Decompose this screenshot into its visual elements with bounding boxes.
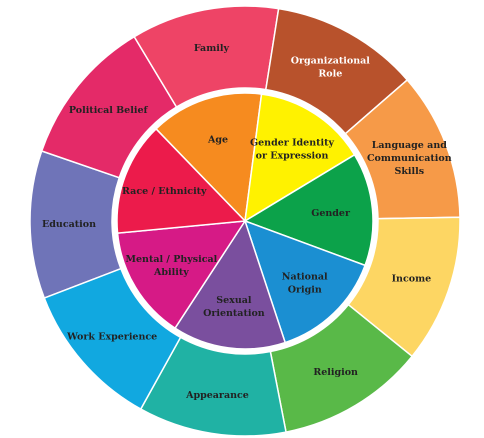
outer-segment-religion-label-line: Religion [313, 366, 358, 377]
inner-segment-mental-physical-ability-label-line: Ability [153, 266, 189, 277]
inner-segment-gender-identity-or-expression-label: Gender Identity or Expression [250, 137, 334, 161]
inner-segment-gender-identity-or-expression-label-line: Gender Identity [250, 137, 334, 148]
inner-segment-mental-physical-ability [116, 220, 247, 330]
inner-segment-race-ethnicity-label-line: Race / Ethnicity [122, 186, 207, 197]
outer-segment-organizational-role-label-line: Role [318, 68, 342, 79]
inner-segment-gender-label-line: Gender [311, 207, 351, 218]
outer-segment-income-label: Income [392, 273, 432, 284]
inner-segment-gender-label: Gender [311, 207, 351, 218]
inner-segment-sexual-orientation-label-line: Sexual [216, 294, 252, 305]
outer-segment-family-label-line: Family [194, 43, 230, 54]
outer-segment-income-label-line: Income [392, 273, 432, 284]
outer-segment-political-belief-label-line: Political Belief [69, 105, 149, 116]
inner-segment-gender-identity-or-expression [244, 93, 356, 223]
inner-segment-national-origin-label-line: Origin [288, 284, 322, 295]
inner-segment-sexual-orientation [173, 219, 287, 350]
inner-segment-national-origin-label-line: National [282, 271, 328, 282]
outer-segment-appearance-label-line: Appearance [185, 389, 249, 400]
outer-segment-work-experience-label: Work Experience [66, 331, 157, 342]
outer-segment-education-label-line: Education [42, 219, 96, 230]
inner-segment-age-label-line: Age [207, 134, 228, 145]
inner-segment-sexual-orientation-label-line: Orientation [203, 307, 265, 318]
outer-segment-language-and-communication-skills-label-line: Communication [367, 152, 452, 163]
outer-segment-family-label: Family [194, 43, 230, 54]
outer-segment-religion-label: Religion [313, 366, 358, 377]
inner-ring: Age Gender Identity or ExpressionGenderNat… [116, 92, 374, 350]
outer-segment-political-belief-label: Political Belief [69, 105, 149, 116]
inner-segment-race-ethnicity-label: Race / Ethnicity [122, 186, 207, 197]
inner-segment-age-label: Age [207, 134, 228, 145]
outer-segment-education-label: Education [42, 219, 96, 230]
outer-segment-language-and-communication-skills-label-line: Skills [394, 165, 424, 176]
outer-segment-work-experience [43, 267, 182, 411]
outer-ring: Education Political Belief FamilyOrganizat… [29, 5, 461, 437]
inner-segment-mental-physical-ability-label-line: Mental / Physical [126, 253, 218, 264]
outer-segment-appearance-label: Appearance [185, 389, 249, 400]
outer-segment-organizational-role-label-line: Organizational [291, 55, 371, 66]
inner-segment-age [155, 92, 263, 223]
inner-segment-gender [243, 153, 374, 267]
inner-segment-gender-identity-or-expression-label-line: or Expression [256, 150, 329, 161]
outer-segment-work-experience-label-line: Work Experience [66, 331, 157, 342]
inner-segment-race-ethnicity [116, 127, 247, 234]
outer-segment-language-and-communication-skills-label-line: Language and [372, 139, 448, 150]
inner-segment-national-origin [243, 219, 367, 344]
